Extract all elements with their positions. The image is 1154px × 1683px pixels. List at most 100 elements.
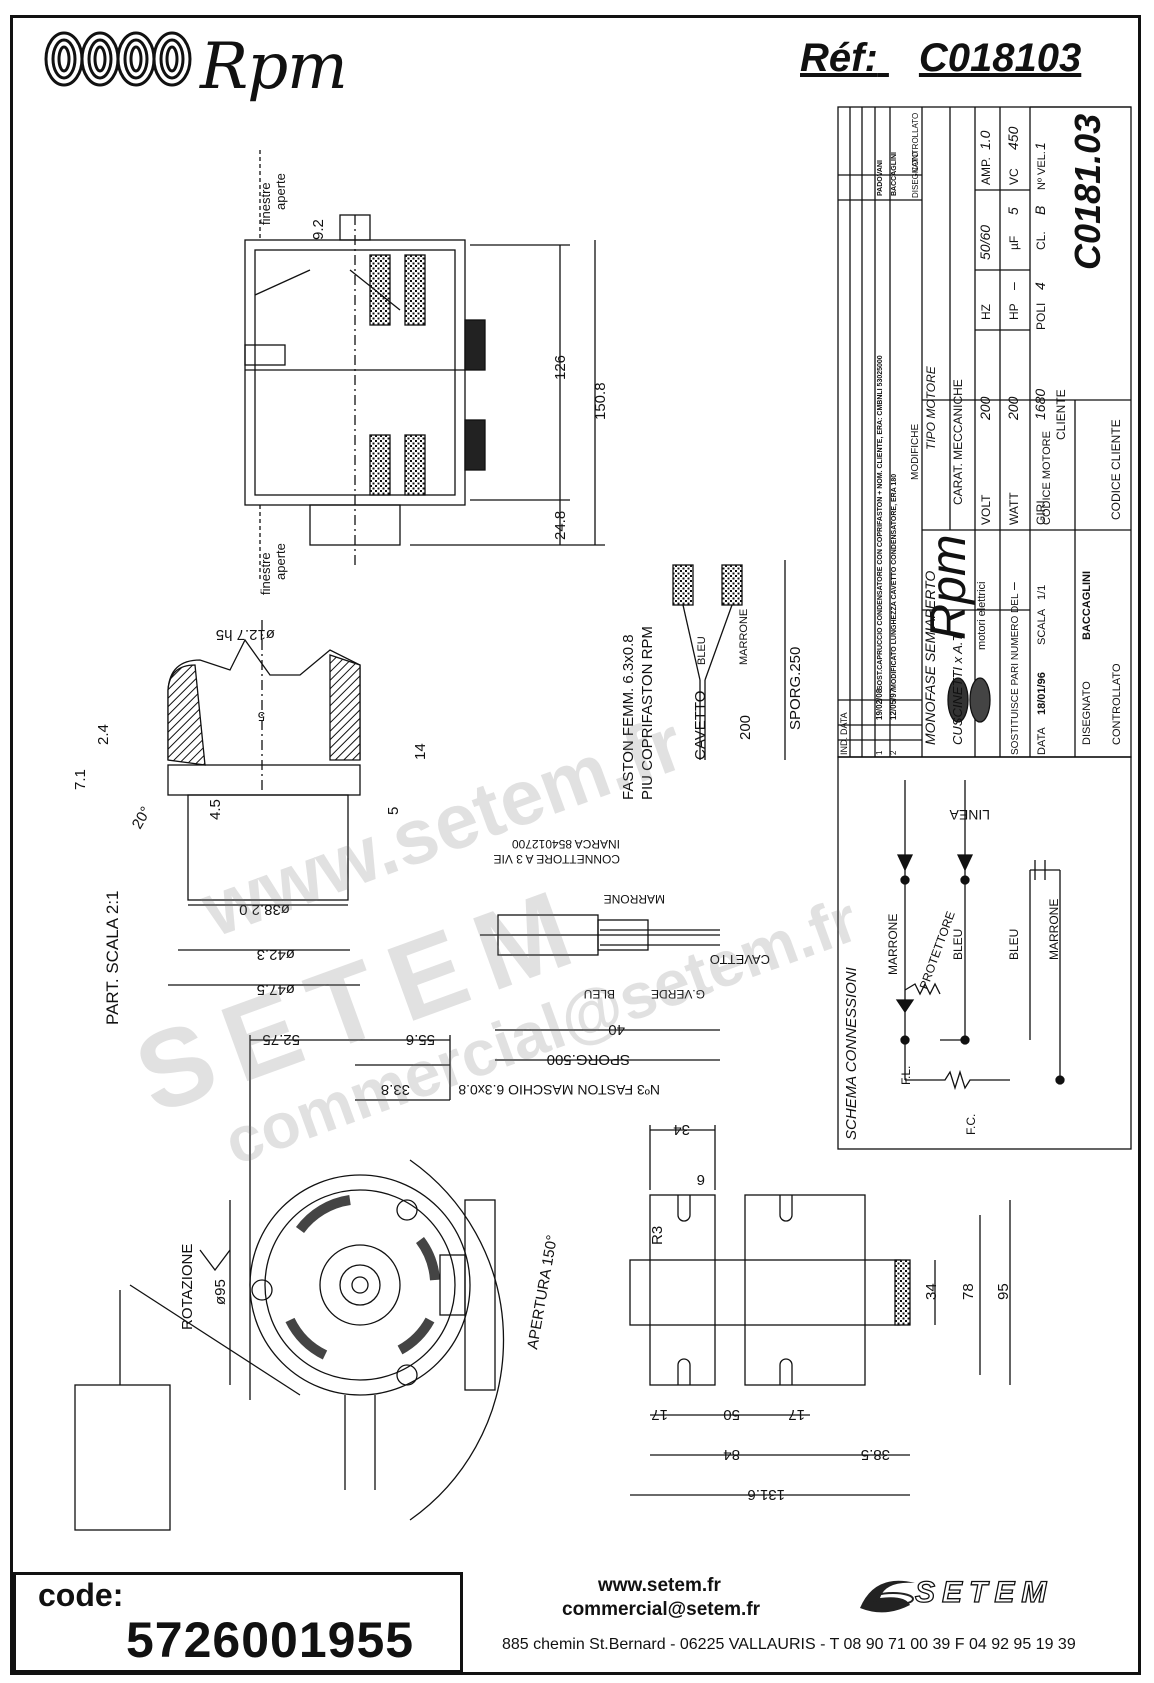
motor-side-view: [244, 150, 605, 580]
bleu-label: BLEU: [696, 636, 708, 665]
finestre-top: finestre: [258, 182, 273, 225]
hz-value: 50/60: [977, 225, 993, 260]
connection-schema: [837, 756, 1132, 1150]
dim-200: 200: [737, 715, 754, 740]
finestre-bottom: finestre: [258, 552, 273, 595]
schema-title: SCHEMA CONNESSIONI: [843, 967, 860, 1140]
dim-24-8: 24.8: [552, 511, 569, 540]
ref-label: Réf:: [800, 36, 878, 80]
dim-95: ø95: [212, 1279, 229, 1305]
amp-label: AMP.: [979, 157, 993, 185]
marrone-connector: MARRONE: [604, 892, 665, 906]
code-value: 5726001955: [126, 1612, 415, 1668]
dim-7-1: 7.1: [72, 769, 89, 790]
aperte-bottom: aperte: [273, 543, 288, 580]
schema-marrone-1: MARRONE: [886, 914, 900, 975]
volt-value: 200: [977, 396, 993, 421]
poli-value: 4: [1032, 282, 1048, 290]
vc-label: VC: [1007, 168, 1021, 185]
aperte-top: aperte: [273, 173, 288, 210]
faston-maschio: Nº3 FASTON MASCHIO 6.3x0.8: [458, 1082, 660, 1098]
dim-12-7: ø12.7 h5: [216, 626, 275, 643]
rotazione-label: ROTAZIONE: [179, 1244, 196, 1330]
part-scala: PART. SCALA 2:1: [103, 891, 122, 1026]
data-label: DATA: [1036, 727, 1048, 755]
sporg-250: SPORG.250: [787, 647, 804, 730]
connector-detail: [480, 914, 720, 1061]
dim-55-6: 55.6: [406, 1031, 435, 1048]
col-controllato: CONTROLLATO: [911, 113, 920, 172]
website-link[interactable]: www.setem.fr: [598, 1575, 721, 1596]
sostituisce-label: SOSTITUISCE PARI NUMERO DEL: [1010, 593, 1021, 755]
reference: Réf: C018103: [800, 36, 1081, 81]
tipo-motore-value: MONOFASE SEMIAPERTO: [922, 571, 938, 745]
dim-5b: 5: [385, 807, 402, 815]
mod1-text: SOST.CAPRUCCIO CONDENSATORE CON COPRIFAS…: [877, 355, 884, 690]
carat-value: CUSCINETTI x A.T: [950, 632, 965, 745]
disegnato-value: BACCAGLINI: [1081, 571, 1093, 640]
rpm-small-logo-icon: [947, 677, 991, 723]
vc-value: 450: [1005, 126, 1021, 150]
sporg-500: SPORG.500: [547, 1051, 630, 1068]
col-disegnato: DISEGNATO: [911, 152, 920, 198]
schema-fc: F.C.: [964, 1114, 978, 1135]
bracket-34b: 34: [923, 1283, 940, 1300]
controllato-label: CONTROLLATO: [1111, 663, 1123, 745]
poli-label: POLI: [1034, 303, 1048, 330]
motor-code: C0181.03: [1067, 114, 1108, 270]
cavetto-connector: CAVETTO: [710, 952, 770, 967]
schema-linea: LINEA: [949, 807, 990, 823]
setem-swirl-icon: [860, 1580, 915, 1613]
watt-label: WATT: [1007, 492, 1021, 525]
uf-label: µF: [1007, 236, 1021, 250]
dimension-labels: finestre aperte finestre aperte 9.2 126 …: [72, 173, 1012, 1503]
faston-wires: [672, 560, 786, 760]
company-name: Rpm: [920, 534, 976, 640]
hp-label: HP: [1007, 303, 1021, 320]
schema-fl: F.L.: [899, 1066, 913, 1085]
inarca-label: INARCA 854012700: [512, 837, 620, 851]
bracket-34: 34: [673, 1121, 690, 1138]
connettore-label: CONNETTORE A 3 VIE: [494, 852, 620, 866]
bracket-17a: 17: [651, 1406, 668, 1423]
mod1-designer: PADOVANI: [877, 160, 884, 196]
vel-label: Nº VEL.: [1036, 151, 1048, 190]
bleu-connector: BLEU: [584, 987, 615, 1001]
marrone-label: MARRONE: [738, 609, 750, 665]
mod1-date: 19/02/08: [875, 688, 884, 720]
mod2-date: 12/05/97: [889, 688, 898, 720]
giri-label: GIRI: [1034, 500, 1048, 525]
col-ind: IND.: [839, 737, 849, 755]
bracket-view: [629, 1125, 1011, 1496]
setem-logo-text: SETEM: [914, 1575, 1054, 1609]
email-link[interactable]: commercial@setem.fr: [562, 1599, 761, 1620]
uf-value: 5: [1005, 207, 1021, 215]
disegnato-label: DISEGNATO: [1081, 681, 1093, 745]
dim-40: 40: [608, 1021, 625, 1038]
col-modifiche: MODIFICHE: [910, 424, 921, 480]
gverde-label: G.VERDE: [651, 987, 705, 1001]
code-box: code: 5726001955: [13, 1572, 463, 1673]
hp-value: –: [1005, 282, 1021, 290]
cavetto-label: CAVETTO: [692, 691, 709, 760]
bracket-95: 95: [995, 1283, 1012, 1300]
company-sub: motori elettrici: [976, 582, 988, 650]
schema-bleu-1: BLEU: [951, 929, 965, 960]
dim-52-75: 52.75: [262, 1031, 300, 1048]
mod2-designer: BACCAGLINI: [891, 152, 898, 196]
data-value: 18/01/96: [1036, 672, 1048, 715]
schema-bleu-2: BLEU: [1007, 929, 1021, 960]
address: 885 chemin St.Bernard - 06225 VALLAURIS …: [502, 1636, 1076, 1653]
dim-47-5: ø47.5: [257, 981, 295, 998]
coprifaston-label: PIU COPRIFASTON RPM: [639, 626, 656, 800]
volt-label: VOLT: [979, 494, 993, 525]
hz-label: HZ: [979, 304, 993, 320]
dim-2-4: 2.4: [95, 724, 112, 745]
dim-33-8: 33.8: [381, 1081, 410, 1098]
giri-value: 1680: [1032, 389, 1048, 420]
dim-126: 126: [552, 355, 569, 380]
drawing-frame: [10, 15, 1141, 1675]
dim-42-3: ø42.3: [257, 946, 295, 963]
ref-value: C018103: [918, 36, 1082, 80]
